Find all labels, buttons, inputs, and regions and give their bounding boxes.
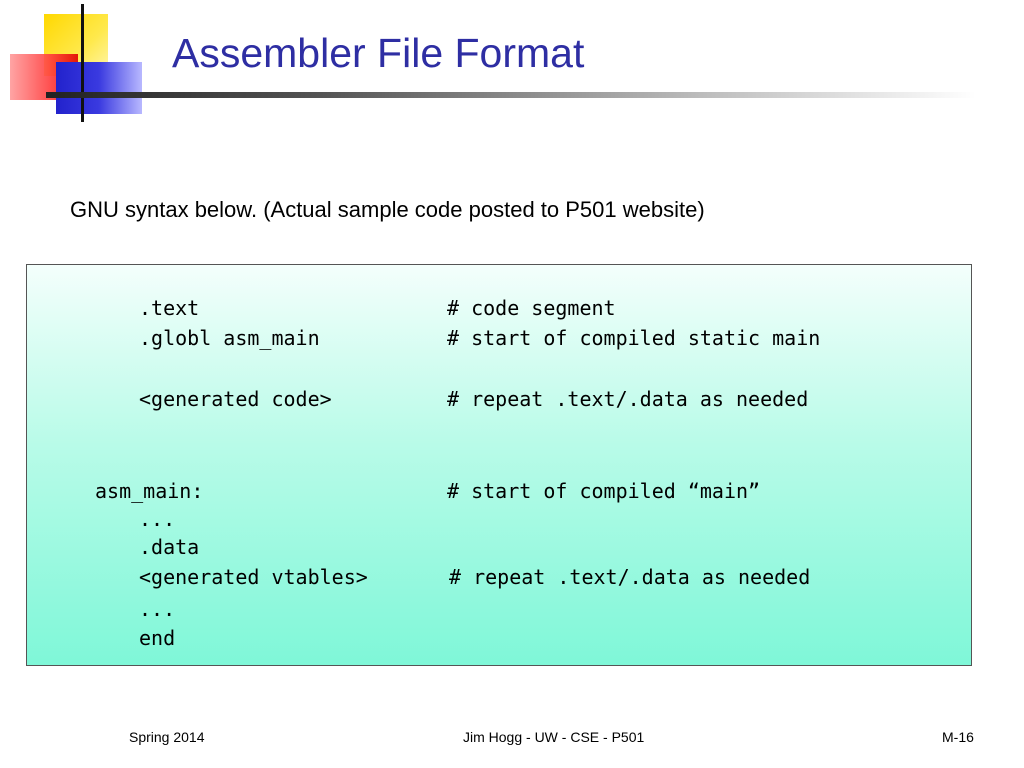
code-comment: # repeat .text/.data as needed	[449, 565, 811, 589]
code-block: .text # code segment .globl asm_main # s…	[26, 264, 972, 666]
slide-title: Assembler File Format	[172, 30, 585, 76]
code-text: .globl asm_main	[139, 326, 320, 350]
footer-date: Spring 2014	[129, 729, 205, 745]
logo-blue-rectangle	[56, 62, 142, 114]
code-comment: # start of compiled static main	[447, 326, 821, 350]
code-text: .data	[139, 535, 200, 559]
code-text: ...	[139, 597, 176, 621]
footer-slide-number: M-16	[942, 729, 974, 745]
code-comment: # repeat .text/.data as needed	[447, 387, 809, 411]
code-text: end	[139, 626, 176, 650]
code-label: asm_main:	[95, 479, 204, 503]
code-text: ...	[139, 507, 176, 531]
logo-vertical-line	[81, 4, 84, 122]
code-comment: # code segment	[447, 296, 616, 320]
footer-author: Jim Hogg - UW - CSE - P501	[463, 729, 645, 745]
title-underline	[46, 92, 976, 98]
code-text: .text	[139, 296, 200, 320]
code-comment: # start of compiled “main”	[447, 479, 761, 503]
intro-text: GNU syntax below. (Actual sample code po…	[70, 197, 705, 222]
slide-logo-graphic	[0, 0, 150, 130]
code-text: <generated code>	[139, 387, 332, 411]
code-text: <generated vtables>	[139, 565, 368, 589]
